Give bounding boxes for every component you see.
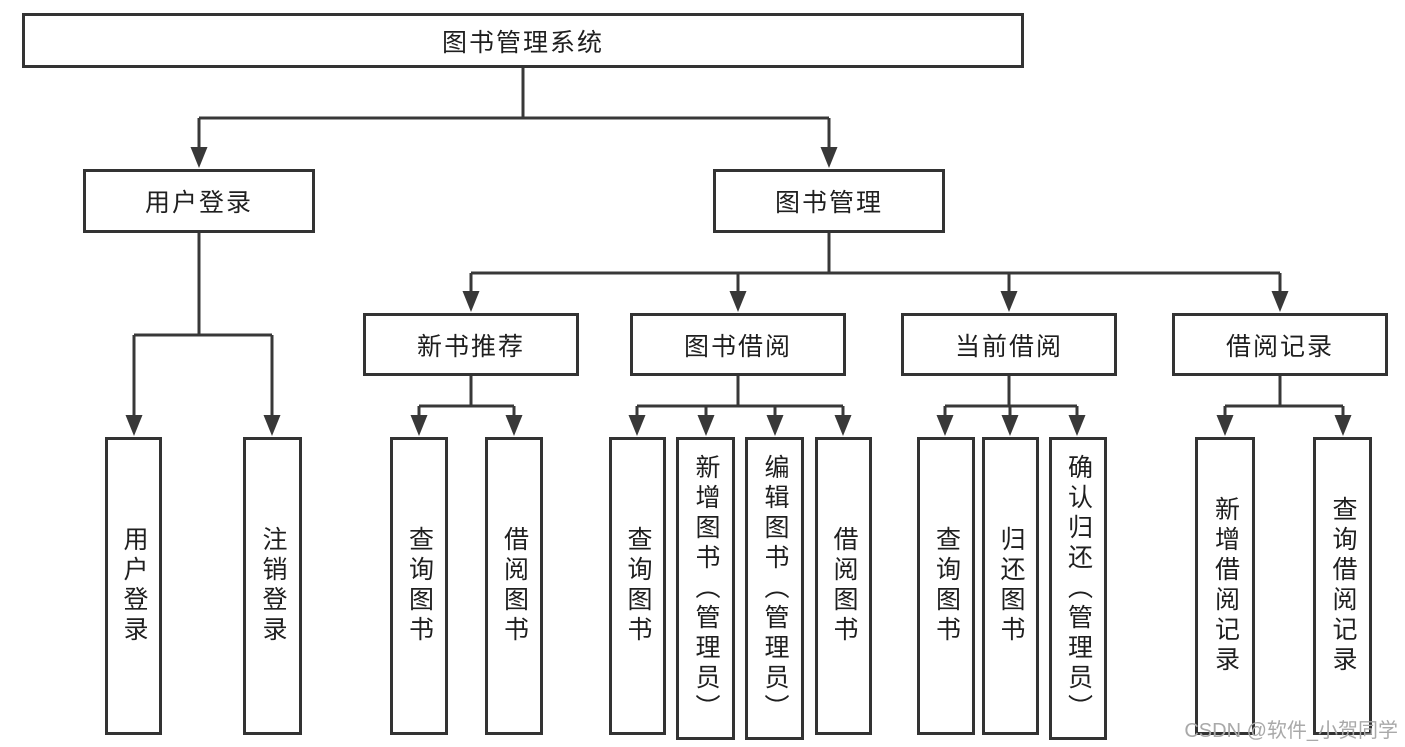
node-system-root: 图书管理系统 [22,13,1024,68]
leaf-logout: 注销登录 [243,437,302,735]
leaf-borrow-books: 借阅图书 [815,437,872,735]
leaf-return-books: 归还图书 [982,437,1039,735]
leaf-confirm-return-admin: 确认归还（管理员） [1049,437,1107,740]
leaf-query-books-borrow: 查询图书 [609,437,666,735]
node-book-management: 图书管理 [713,169,945,233]
node-user-login: 用户登录 [83,169,315,233]
leaf-query-books-current: 查询图书 [917,437,975,735]
leaf-add-borrow-record: 新增借阅记录 [1195,437,1255,735]
leaf-query-books-recommend: 查询图书 [390,437,448,735]
watermark-text: CSDN @软件_小贺同学 [1184,720,1398,742]
leaf-borrow-books-recommend: 借阅图书 [485,437,543,735]
node-book-borrow: 图书借阅 [630,313,846,376]
leaf-add-books-admin: 新增图书（管理员） [676,437,735,740]
node-borrow-records: 借阅记录 [1172,313,1388,376]
arrowheads [125,147,1352,436]
node-new-book-recommend: 新书推荐 [363,313,579,376]
node-current-borrow: 当前借阅 [901,313,1117,376]
leaf-edit-books-admin: 编辑图书（管理员） [745,437,804,740]
leaf-query-borrow-record: 查询借阅记录 [1313,437,1372,735]
leaf-user-login: 用户登录 [105,437,162,735]
